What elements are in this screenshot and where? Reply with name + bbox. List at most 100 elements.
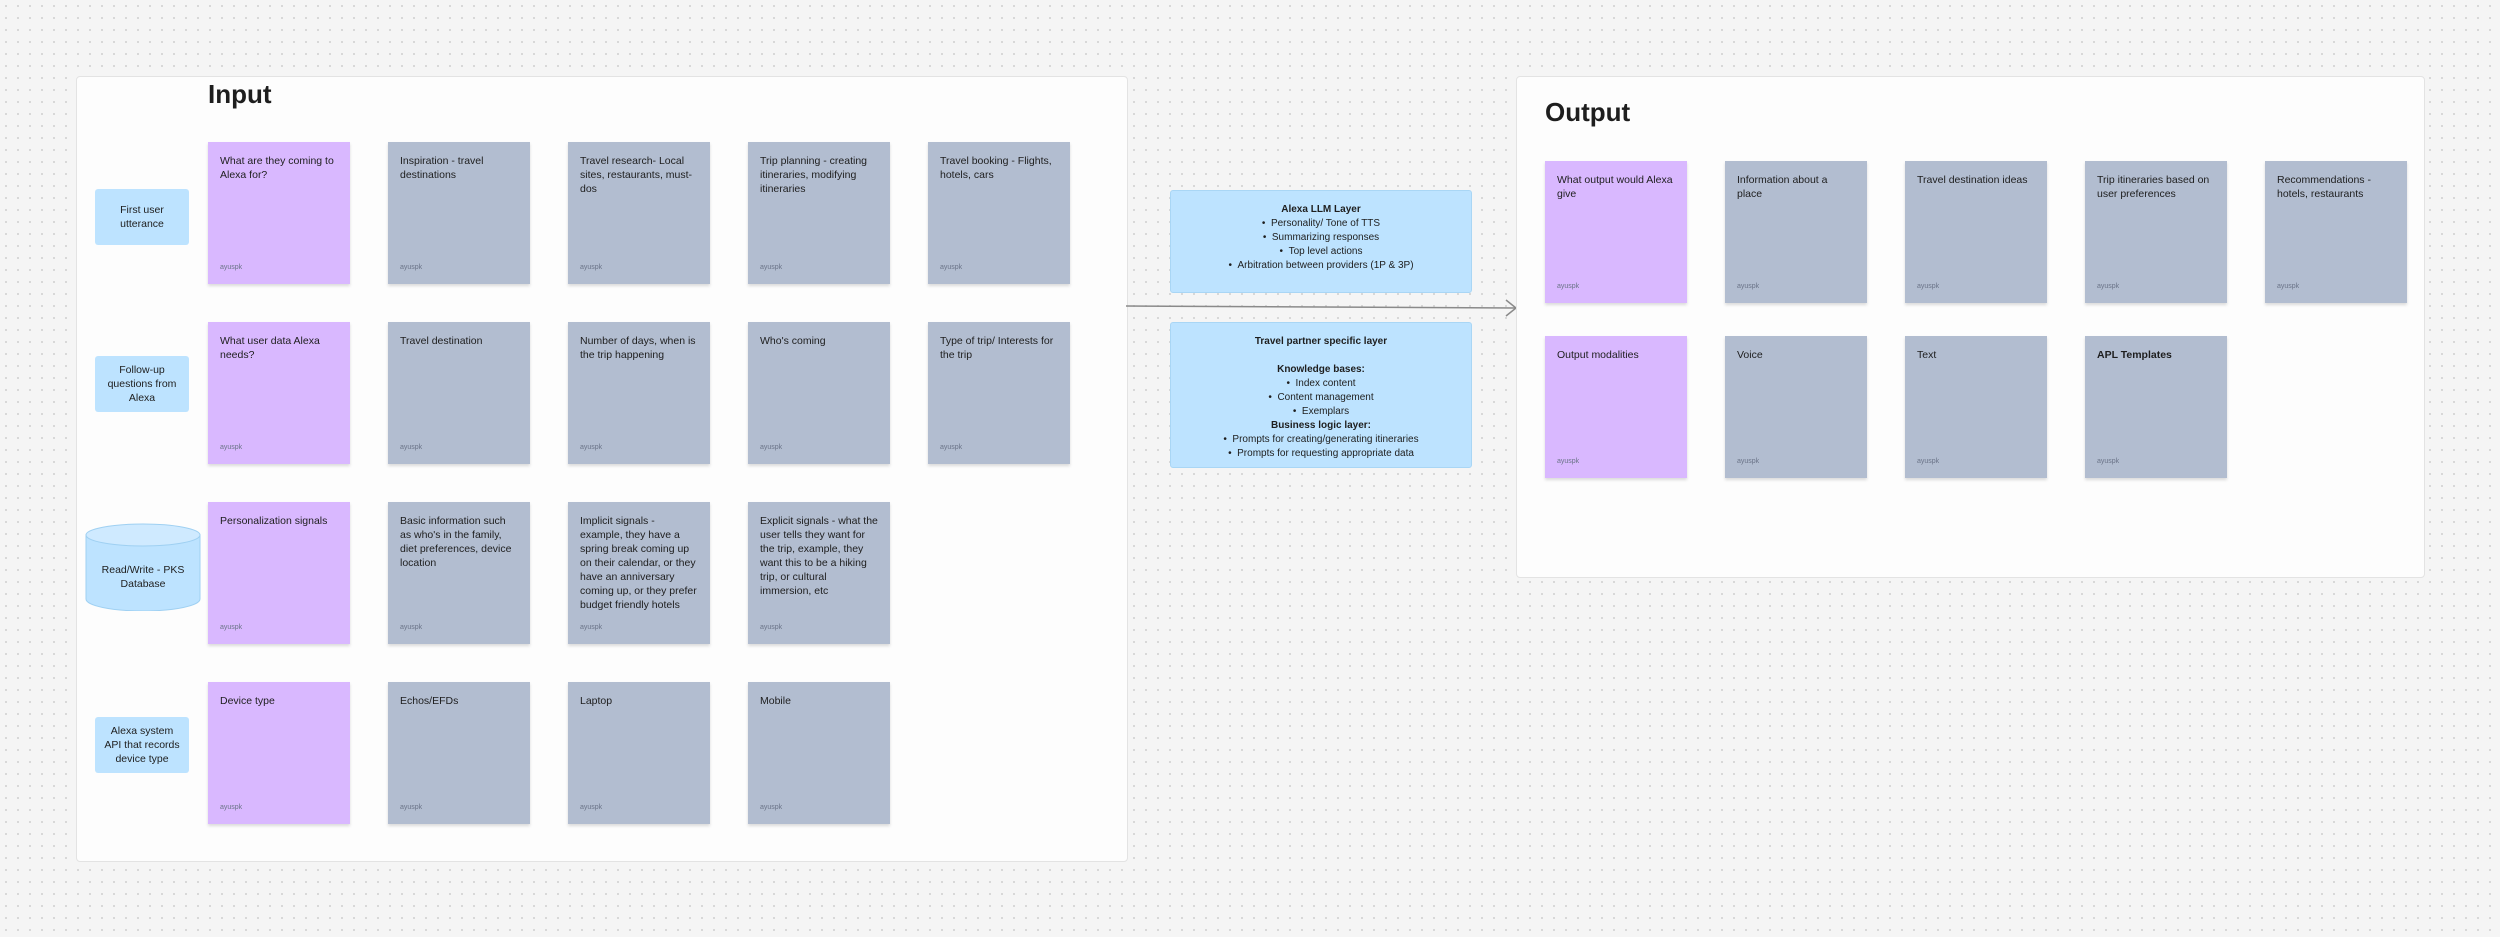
llm-item: Personality/ Tone of TTS: [1187, 217, 1455, 231]
sticky-note[interactable]: APL Templates ayuspk: [2085, 336, 2227, 478]
sticky-note-text: Mobile: [760, 695, 791, 707]
sticky-note-text: Implicit signals - example, they have a …: [580, 515, 697, 611]
llm-item: Summarizing responses: [1187, 231, 1455, 245]
sticky-note[interactable]: Implicit signals - example, they have a …: [568, 502, 710, 644]
sticky-note[interactable]: What output would Alexa give ayuspk: [1545, 161, 1687, 303]
sticky-note-author: ayuspk: [220, 804, 243, 811]
sticky-note-text: What output would Alexa give: [1557, 174, 1673, 200]
sticky-note-author: ayuspk: [940, 264, 963, 271]
sticky-note-author: ayuspk: [220, 624, 243, 631]
database-label: Read/Write - PKS Database: [101, 564, 185, 590]
sticky-note[interactable]: Voice ayuspk: [1725, 336, 1867, 478]
sticky-note[interactable]: Explicit signals - what the user tells t…: [748, 502, 890, 644]
sticky-note-text: APL Templates: [2097, 349, 2172, 361]
sticky-note[interactable]: What are they coming to Alexa for? ayuspk: [208, 142, 350, 284]
sticky-note-text: Type of trip/ Interests for the trip: [940, 335, 1054, 361]
sticky-note-text: Inspiration - travel destinations: [400, 155, 484, 181]
sticky-note[interactable]: Type of trip/ Interests for the trip ayus…: [928, 322, 1070, 464]
sticky-note-text: Voice: [1737, 349, 1763, 361]
sticky-note-author: ayuspk: [1737, 458, 1760, 465]
sticky-note-text: Travel destination: [400, 335, 483, 347]
sticky-note[interactable]: Laptop ayuspk: [568, 682, 710, 824]
sticky-note[interactable]: Basic information such as who's in the f…: [388, 502, 530, 644]
flow-arrow: [1126, 299, 1518, 317]
output-frame: Output What output would Alexa give ayusp…: [1516, 76, 2425, 578]
bl-item: Prompts for creating/generating itinerar…: [1187, 433, 1455, 447]
flow-arrow-line: [1126, 305, 1517, 309]
sticky-note[interactable]: What user data Alexa needs? ayuspk: [208, 322, 350, 464]
sticky-note[interactable]: Device type ayuspk: [208, 682, 350, 824]
sticky-note[interactable]: Mobile ayuspk: [748, 682, 890, 824]
sticky-note-text: Trip itineraries based on user preferenc…: [2097, 174, 2210, 200]
business-logic-title: Business logic layer:: [1270, 420, 1372, 431]
sticky-note-author: ayuspk: [400, 444, 423, 451]
sticky-note-author: ayuspk: [760, 804, 783, 811]
input-frame: Input First user utterance What are they …: [76, 76, 1128, 862]
sticky-note-text: Personalization signals: [220, 515, 328, 527]
input-title: Input: [208, 79, 272, 109]
sticky-note-author: ayuspk: [580, 804, 603, 811]
sticky-note-author: ayuspk: [220, 444, 243, 451]
source-label-alexa-system-api-that-records-device-type[interactable]: Alexa system API that records device typ…: [95, 717, 189, 773]
sticky-note[interactable]: Personalization signals ayuspk: [208, 502, 350, 644]
database-icon: [85, 523, 201, 612]
kb-item: Content management: [1187, 391, 1455, 405]
llm-item: Arbitration between providers (1P & 3P): [1187, 259, 1455, 273]
sticky-note-author: ayuspk: [220, 264, 243, 271]
sticky-note[interactable]: Number of days, when is the trip happeni…: [568, 322, 710, 464]
sticky-note-author: ayuspk: [760, 264, 783, 271]
sticky-note-author: ayuspk: [1557, 283, 1580, 290]
sticky-note-text: Number of days, when is the trip happeni…: [580, 335, 696, 361]
sticky-note-author: ayuspk: [1917, 283, 1940, 290]
sticky-note-author: ayuspk: [580, 444, 603, 451]
sticky-note-text: Travel research- Local sites, restaurant…: [580, 155, 693, 195]
sticky-note[interactable]: Trip planning - creating itineraries, mo…: [748, 142, 890, 284]
sticky-note-text: Trip planning - creating itineraries, mo…: [760, 155, 867, 195]
llm-item: Top level actions: [1187, 245, 1455, 259]
database-read-write-pks-database[interactable]: Read/Write - PKS Database: [85, 523, 201, 612]
sticky-note-author: ayuspk: [2097, 458, 2120, 465]
sticky-note-text: Recommendations - hotels, restaurants: [2277, 174, 2371, 200]
source-label-first-user-utterance[interactable]: First user utterance: [95, 189, 189, 245]
travel-partner-layer[interactable]: Travel partner specific layer Knowledge …: [1170, 322, 1472, 468]
sticky-note[interactable]: Travel research- Local sites, restaurant…: [568, 142, 710, 284]
kb-item: Exemplars: [1187, 405, 1455, 419]
sticky-note-text: Information about a place: [1737, 174, 1828, 200]
sticky-note[interactable]: Travel destination ayuspk: [388, 322, 530, 464]
sticky-note-text: Explicit signals - what the user tells t…: [760, 515, 878, 597]
sticky-note-text: What user data Alexa needs?: [220, 335, 320, 361]
sticky-note-author: ayuspk: [580, 624, 603, 631]
sticky-note[interactable]: Information about a place ayuspk: [1725, 161, 1867, 303]
sticky-note-author: ayuspk: [400, 804, 423, 811]
kb-item: Index content: [1187, 377, 1455, 391]
sticky-note-author: ayuspk: [1737, 283, 1760, 290]
sticky-note-author: ayuspk: [400, 624, 423, 631]
alexa-llm-layer[interactable]: Alexa LLM Layer Personality/ Tone of TTS…: [1170, 190, 1472, 293]
sticky-note-text: Output modalities: [1557, 349, 1639, 361]
alexa-llm-layer-title: Alexa LLM Layer: [1281, 204, 1361, 215]
sticky-note-text: Who's coming: [760, 335, 826, 347]
business-logic-list: Prompts for creating/generating itinerar…: [1187, 433, 1455, 461]
sticky-note-text: Laptop: [580, 695, 613, 707]
sticky-note-text: What are they coming to Alexa for?: [220, 155, 334, 181]
sticky-note[interactable]: Trip itineraries based on user preferenc…: [2085, 161, 2227, 303]
travel-partner-layer-title: Travel partner specific layer: [1254, 336, 1388, 347]
sticky-note-author: ayuspk: [940, 444, 963, 451]
bl-item: Prompts for requesting appropriate data: [1187, 447, 1455, 461]
sticky-note-text: Device type: [220, 695, 275, 707]
sticky-note-author: ayuspk: [2097, 283, 2120, 290]
source-label-follow-up-questions-from-alexa[interactable]: Follow-up questions from Alexa: [95, 356, 189, 412]
sticky-note-author: ayuspk: [760, 624, 783, 631]
alexa-llm-layer-list: Personality/ Tone of TTS Summarizing res…: [1187, 217, 1455, 273]
output-title: Output: [1545, 97, 1631, 127]
sticky-note-author: ayuspk: [580, 264, 603, 271]
knowledge-bases-list: Index content Content management Exempla…: [1187, 377, 1455, 419]
